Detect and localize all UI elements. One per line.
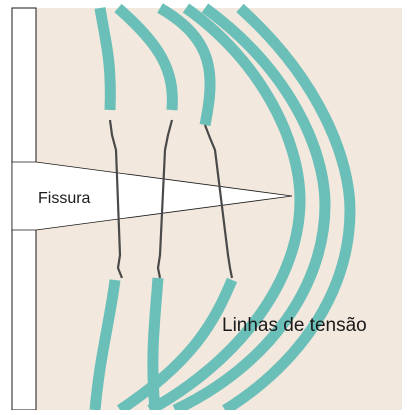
fiber-bridge-icon — [108, 119, 234, 279]
tension-line-3 — [157, 3, 216, 127]
crack-label: Fissura — [38, 190, 91, 207]
tension-line-6 — [222, 3, 356, 415]
tension-line-2-lower — [147, 277, 164, 411]
tension-line-3-lower — [116, 277, 238, 415]
crack-wedge — [11, 161, 293, 231]
bridge-fiber-2 — [156, 119, 174, 279]
tension-line-1-lower — [89, 279, 121, 411]
tension-line-1 — [94, 7, 116, 111]
tension-line-2 — [114, 3, 178, 111]
bridge-fiber-3 — [203, 124, 234, 279]
tension-line-4 — [147, 3, 306, 415]
tension-line-5 — [172, 3, 331, 415]
tension-lines-label: Linhas de tensão — [222, 315, 367, 336]
tension-lines — [89, 3, 356, 415]
bridge-fiber-1 — [108, 119, 124, 279]
